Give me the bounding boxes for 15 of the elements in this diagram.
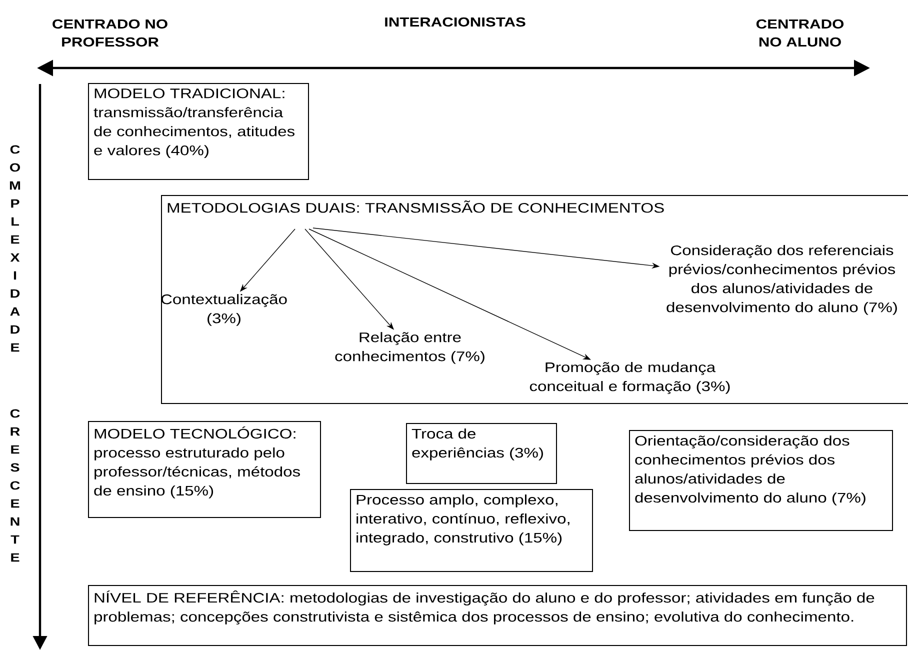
axis-label: CENTRADO NO ALUNO — [756, 19, 844, 47]
axis-label: COMPLEXIDADE — [10, 145, 20, 352]
text-box: MODELO TECNOLÓGICO: processo estruturado pelo professor/técnicas, métodos de ensino (15%) — [88, 421, 321, 518]
text-box: Troca de experiências (3%) — [406, 423, 557, 484]
text-label: Promoção de mudança conceitual e formação (3%) — [530, 362, 730, 394]
text-box: Orientação/consideração dos conhecimentos prévios dos alunos/atividades de desenvolvimento do aluno (7%) — [629, 430, 893, 531]
text-label: Contextualização (3%) — [161, 294, 287, 326]
text-box: NÍVEL DE REFERÊNCIA: metodologias de investigação do aluno e do professor; atividades em função de problemas; concepções construtivista e sistêmica dos processos de ensino; evolutiva do conhecimento. — [88, 585, 907, 646]
axis-label: CRESCENTE — [10, 409, 20, 562]
axis-label: CENTRADO NO PROFESSOR — [52, 19, 168, 47]
text-label: Consideração dos referenciais prévios/conhecimentos prévios dos alunos/atividades de desenvolvimento do aluno (7%) — [666, 245, 897, 315]
text-box: Processo amplo, complexo, interativo, contínuo, reflexivo, integrado, construtivo (15%) — [350, 489, 593, 572]
text-label: Relação entre conhecimentos (7%) — [335, 332, 484, 364]
axis-label: INTERACIONISTAS — [385, 17, 526, 27]
text-box: MODELO TRADICIONAL: transmissão/transferência de conhecimentos, atitudes e valores (40%) — [88, 83, 309, 180]
